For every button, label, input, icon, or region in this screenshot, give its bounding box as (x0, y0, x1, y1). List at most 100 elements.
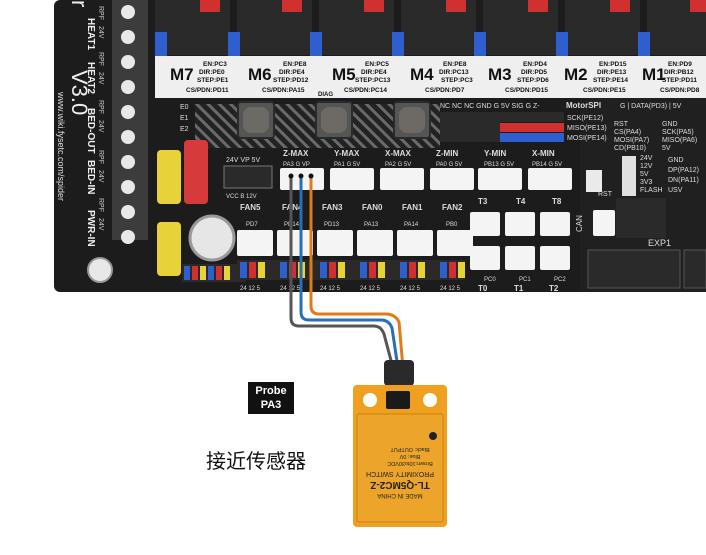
left-small-0: RPF (97, 6, 104, 20)
motor-line: DIR:PE4 (279, 69, 305, 76)
fan-pin: PA13 (364, 222, 379, 228)
sensor-caption: 接近传感器 (206, 449, 306, 473)
spi-pin-label: MOSI(PE14) (567, 135, 607, 142)
wire-black (289, 178, 395, 369)
motor-line: CS/PDN:PD15 (505, 87, 548, 94)
therm-label: T2 (549, 284, 559, 293)
exp1-label: EXP1 (648, 238, 671, 248)
motor-name: M6 (248, 65, 272, 84)
left-small-1: 24V (97, 26, 104, 39)
fan-volt-label: 24 12 5 (440, 286, 461, 292)
sensor-indicator-led (429, 432, 437, 440)
therm-label: T1 (514, 284, 524, 293)
power-label: GND (668, 157, 684, 164)
capacitor (188, 214, 236, 262)
motor-line: DIR:PE13 (597, 69, 627, 76)
left-small-7: 24V (97, 170, 104, 183)
wire-orange (309, 178, 405, 369)
power-label: DN(PA11) (668, 177, 699, 184)
therm-label: T0 (478, 284, 488, 293)
endstop-pins: PB14 G 5V (532, 162, 562, 168)
therm-top: T4 (516, 197, 526, 206)
sensor-face (356, 413, 444, 523)
thermistor-pins: PC0 PC1 PC2 (484, 277, 566, 283)
vcc-label: VCC B 12V (226, 194, 257, 200)
motor-line: DIR:PE4 (361, 69, 387, 76)
power-label: USV (668, 187, 683, 194)
motor-line: DIR:PB12 (664, 69, 694, 76)
therm-pin: PC1 (519, 277, 531, 283)
motor-name: M4 (410, 65, 434, 84)
motor-line: STEP:PD11 (662, 77, 697, 84)
motorspi-title: MotorSPI (566, 101, 601, 110)
board-version: V3.0 (67, 70, 92, 115)
endstop-pins: PA3 G VP (283, 162, 310, 168)
mounting-hole (87, 257, 113, 283)
motor-line: EN:PC3 (203, 61, 227, 68)
motor-m3: M3 EN:PD4 DIR:PD5 STEP:PD6 CS/PDN:PD15 (488, 61, 549, 94)
probe-pin-label: PA3 (260, 399, 282, 411)
label-pwr-in: PWR-IN (85, 210, 96, 247)
motor-line: EN:PE8 (443, 61, 467, 68)
exp1-header (587, 249, 681, 289)
fuse-yellow-1 (157, 150, 181, 204)
left-small-4: RPF (97, 100, 104, 114)
spi-pin-label: MISO(PE13) (567, 125, 607, 132)
motor-line: EN:PC5 (365, 61, 389, 68)
left-small-labels: RPF 24V RPF 24V RPF 24V RPF 24V RPF 24V (97, 6, 104, 231)
fan-volt-label: 24 12 5 (360, 286, 381, 292)
fan-volt-label: 24 12 5 (400, 286, 421, 292)
left-small-9: 24V (97, 218, 104, 231)
motor-line: CS/PDN:PD8 (660, 87, 700, 94)
motor-name: M5 (332, 65, 356, 84)
sensor-mount-hole-right (423, 393, 437, 407)
sensor-type: PROXIMITY SWITCH (366, 470, 434, 477)
dip-switch (586, 170, 602, 192)
motor-line: EN:PD4 (523, 61, 547, 68)
terminal-screws (121, 5, 135, 244)
fan-pin: PD13 (324, 222, 340, 228)
power-label: 3V3 (640, 179, 653, 186)
motor-line: EN:PD9 (668, 61, 692, 68)
spi-label: MISO(PA6) (662, 137, 697, 144)
label-bed-out: BED-OUT (85, 108, 96, 154)
motor-labels: M7 EN:PC3 DIR:PE0 STEP:PE1 CS/PDN:PD11 M… (170, 61, 700, 98)
motor-name: M2 (564, 65, 588, 84)
fan-label: FAN1 (402, 203, 423, 212)
fan-pin: PA14 (404, 222, 419, 228)
sensor-mount-hole-left (363, 393, 377, 407)
motor-name: M7 (170, 65, 194, 84)
motor-m1: M1 EN:PD9 DIR:PB12 STEP:PD11 CS/PDN:PD8 (642, 61, 700, 94)
motor-m6: M6 EN:PE8 DIR:PE4 STEP:PD12 CS/PDN:PA15 (248, 61, 309, 94)
can-connector (593, 210, 615, 236)
motor-name: M1 (642, 65, 666, 84)
motor-m4: M4 EN:PE8 DIR:PC13 STEP:PC3 CS/PDN:PD7 (410, 61, 473, 94)
inductors (237, 101, 431, 139)
wire-pins (288, 173, 314, 179)
vsel-label: 24V VP 5V (226, 157, 260, 164)
motor-line: EN:PE8 (283, 61, 307, 68)
endstop-pins: PA0 G 5V (436, 162, 462, 168)
motor-line: STEP:PE14 (593, 77, 628, 84)
endstop-pins: PB13 G 5V (484, 162, 514, 168)
diag-label: DIAG (318, 92, 333, 98)
spi-label: RST (614, 121, 629, 128)
therm-pin: PC0 (484, 277, 496, 283)
fan-label: FAN3 (322, 203, 343, 212)
motor-line: STEP:PD6 (517, 77, 549, 84)
motor-line: DIR:PD5 (521, 69, 547, 76)
fuse-red (184, 140, 208, 204)
endstop-name: X-MAX (385, 149, 411, 158)
spi-label: CD(PB10) (614, 145, 646, 152)
led-label: E2 (180, 126, 189, 133)
fan-pin: PD7 (246, 222, 258, 228)
board-url: www.wiki.fysetc.com/spider (56, 91, 66, 201)
right-spi-labels: RST CS(PA4) MOSI(PA7) CD(PB10) GND SCK(P… (614, 121, 699, 194)
sensor-voltage: Brown:10to30VDC (387, 460, 433, 466)
probe-label-box: Probe PA3 (248, 382, 294, 414)
motor-name: M3 (488, 65, 512, 84)
fan-voltage-jumpers (182, 260, 465, 282)
power-header (622, 156, 636, 196)
fan-volt-label: 24 12 5 (320, 286, 341, 292)
therm-pin: PC2 (554, 277, 566, 283)
